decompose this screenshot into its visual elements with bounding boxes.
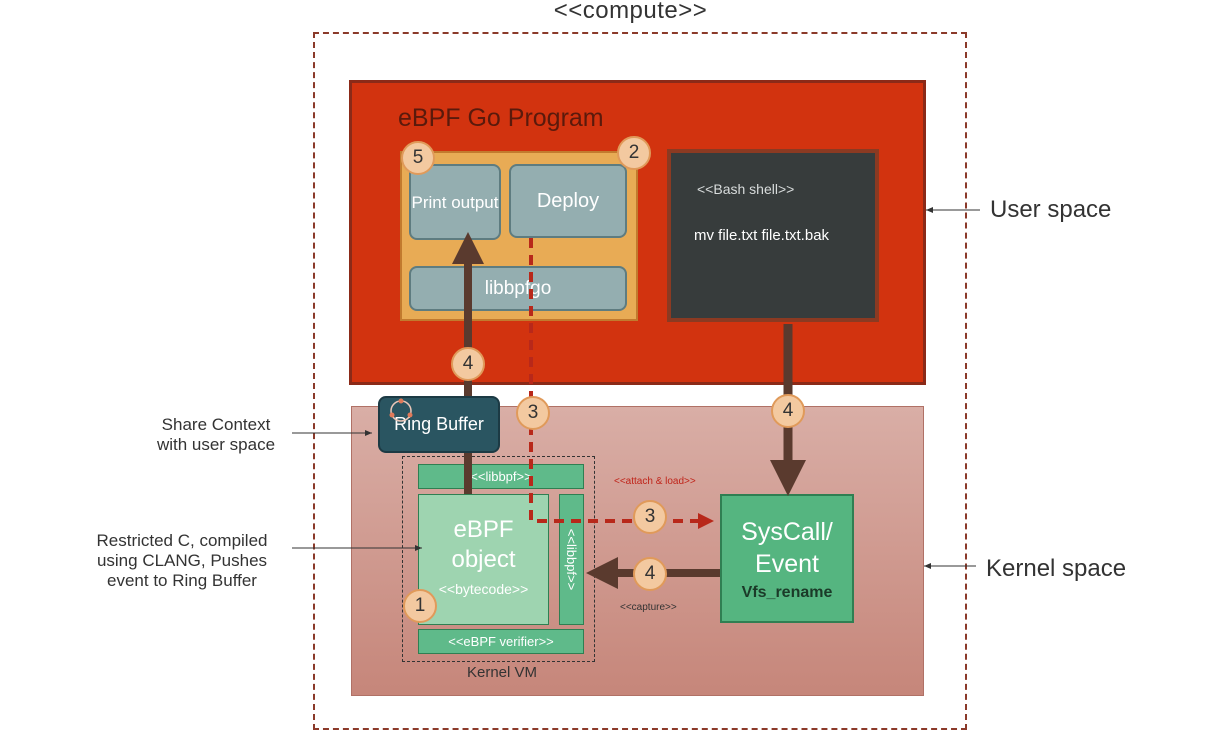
print-output-box: Print output: [409, 164, 501, 240]
kernel-space-label: Kernel space: [986, 555, 1127, 582]
capture-label: <<capture>>: [620, 602, 677, 613]
ring-buffer-icon: [389, 398, 413, 422]
step-badge-5: 5: [401, 141, 435, 175]
user-space-label: User space: [990, 196, 1112, 223]
ebpf-object-subtitle: <<bytecode>>: [438, 581, 529, 597]
compute-boundary: [313, 32, 967, 730]
share-context-label: Share Context with user space: [156, 415, 276, 454]
restricted-c-label: Restricted C, compiled using CLANG, Push…: [96, 531, 268, 590]
step-badge-3-deploy: 3: [516, 396, 550, 430]
ring-buffer-box: Ring Buffer: [378, 396, 500, 453]
ebpf-object-title: eBPF object: [451, 516, 516, 573]
step-badge-1: 1: [403, 589, 437, 623]
step-badge-2: 2: [617, 136, 651, 170]
bash-shell-label: <<Bash shell>>: [697, 181, 795, 197]
libbpfgo-box: libbpfgo: [409, 266, 627, 311]
step-badge-4-ring: 4: [451, 347, 485, 381]
bash-shell-box: [667, 149, 879, 322]
libbpf-side-bar: <<libbpf>>: [559, 494, 584, 625]
deploy-box: Deploy: [509, 164, 627, 238]
bash-command: mv file.txt file.txt.bak: [694, 227, 830, 244]
step-badge-4-capture: 4: [633, 557, 667, 591]
libbpf-top-bar: <<libbpf>>: [418, 464, 584, 489]
ebpf-verifier-bar: <<eBPF verifier>>: [418, 629, 584, 654]
compute-title: <<compute>>: [553, 0, 708, 24]
ebpf-object-box: eBPF object <<bytecode>>: [418, 494, 549, 625]
step-badge-4-bash: 4: [771, 394, 805, 428]
kernel-vm-label: Kernel VM: [467, 664, 538, 681]
syscall-title: SysCall/ Event: [741, 518, 833, 578]
program-title: eBPF Go Program: [398, 104, 604, 132]
ring-buffer-label: Ring Buffer: [394, 414, 484, 434]
step-badge-3-attach: 3: [633, 500, 667, 534]
attach-load-label: <<attach & load>>: [614, 476, 696, 487]
syscall-event-box: SysCall/ Event Vfs_rename: [720, 494, 854, 623]
syscall-subtitle: Vfs_rename: [741, 584, 833, 601]
